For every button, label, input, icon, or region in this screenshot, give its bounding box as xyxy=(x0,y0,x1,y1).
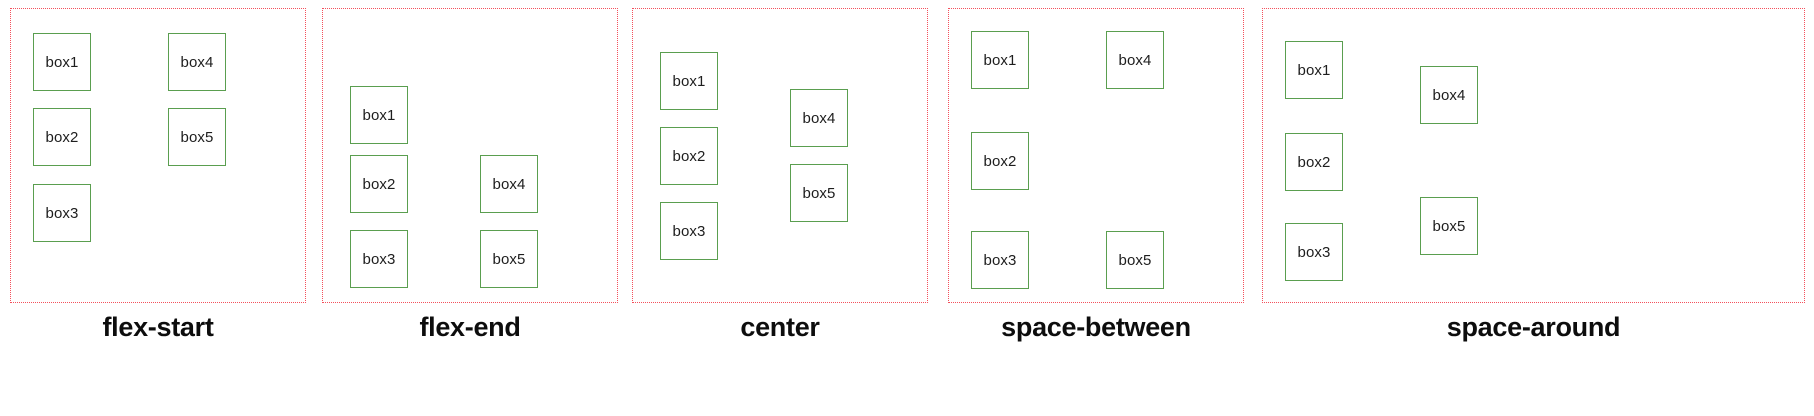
panel-frame: box1 box2 box3 box4 box5 xyxy=(948,8,1244,303)
flex-item-label: box2 xyxy=(983,152,1017,170)
flex-item-box3: box3 xyxy=(33,184,91,242)
flex-item-box5: box5 xyxy=(1106,231,1164,289)
flex-item-label: box3 xyxy=(362,250,396,268)
flex-item-label: box1 xyxy=(1297,61,1331,79)
panel-frame: box1 box2 box3 box4 box5 xyxy=(1262,8,1805,303)
panel-caption-flex-start: flex-start xyxy=(102,312,214,342)
flex-item-label: box4 xyxy=(1118,51,1152,69)
flex-item-label: box1 xyxy=(362,106,396,124)
flex-item-label: box1 xyxy=(983,51,1017,69)
flex-item-label: box4 xyxy=(492,175,526,193)
panel-caption-space-between: space-between xyxy=(1001,312,1191,342)
flex-item-box2: box2 xyxy=(33,108,91,166)
flex-item-box3: box3 xyxy=(971,231,1029,289)
flex-item-label: box2 xyxy=(362,175,396,193)
panel-caption-flex-end: flex-end xyxy=(419,312,521,342)
flex-item-label: box2 xyxy=(672,147,706,165)
flex-item-label: box5 xyxy=(180,128,214,146)
flex-item-label: box3 xyxy=(983,251,1017,269)
flex-item-box4: box4 xyxy=(1420,66,1478,124)
panel-frame: box1 box2 box3 box4 box5 xyxy=(322,8,618,303)
panel-frame: box1 box2 box3 box4 box5 xyxy=(632,8,928,303)
flex-item-box5: box5 xyxy=(1420,197,1478,255)
flex-item-box4: box4 xyxy=(1106,31,1164,89)
flex-item-label: box4 xyxy=(1432,86,1466,104)
flex-item-box3: box3 xyxy=(660,202,718,260)
flex-item-label: box3 xyxy=(1297,243,1331,261)
flex-item-box4: box4 xyxy=(790,89,848,147)
flex-item-box1: box1 xyxy=(33,33,91,91)
flex-item-box2: box2 xyxy=(1285,133,1343,191)
flex-item-box1: box1 xyxy=(971,31,1029,89)
flex-item-label: box4 xyxy=(802,109,836,127)
flex-item-box2: box2 xyxy=(971,132,1029,190)
flex-item-label: box4 xyxy=(180,53,214,71)
flex-item-label: box2 xyxy=(1297,153,1331,171)
flex-item-label: box5 xyxy=(802,184,836,202)
flex-item-label: box1 xyxy=(45,53,79,71)
flex-item-box2: box2 xyxy=(660,127,718,185)
flex-item-box4: box4 xyxy=(480,155,538,213)
flex-item-box1: box1 xyxy=(1285,41,1343,99)
panel-caption-space-around: space-around xyxy=(1446,312,1621,342)
flex-item-box2: box2 xyxy=(350,155,408,213)
flex-item-label: box2 xyxy=(45,128,79,146)
flex-item-box3: box3 xyxy=(1285,223,1343,281)
flex-item-label: box3 xyxy=(672,222,706,240)
flex-item-label: box3 xyxy=(45,204,79,222)
flex-item-box5: box5 xyxy=(168,108,226,166)
panel-frame: box1 box2 box3 box4 box5 xyxy=(10,8,306,303)
flex-item-box5: box5 xyxy=(790,164,848,222)
flex-item-label: box1 xyxy=(672,72,706,90)
flex-item-box4: box4 xyxy=(168,33,226,91)
flex-item-label: box5 xyxy=(1432,217,1466,235)
flex-item-label: box5 xyxy=(1118,251,1152,269)
flex-item-box1: box1 xyxy=(350,86,408,144)
flex-item-box1: box1 xyxy=(660,52,718,110)
flex-item-box5: box5 xyxy=(480,230,538,288)
flex-item-box3: box3 xyxy=(350,230,408,288)
flex-item-label: box5 xyxy=(492,250,526,268)
panel-caption-center: center xyxy=(740,312,820,342)
